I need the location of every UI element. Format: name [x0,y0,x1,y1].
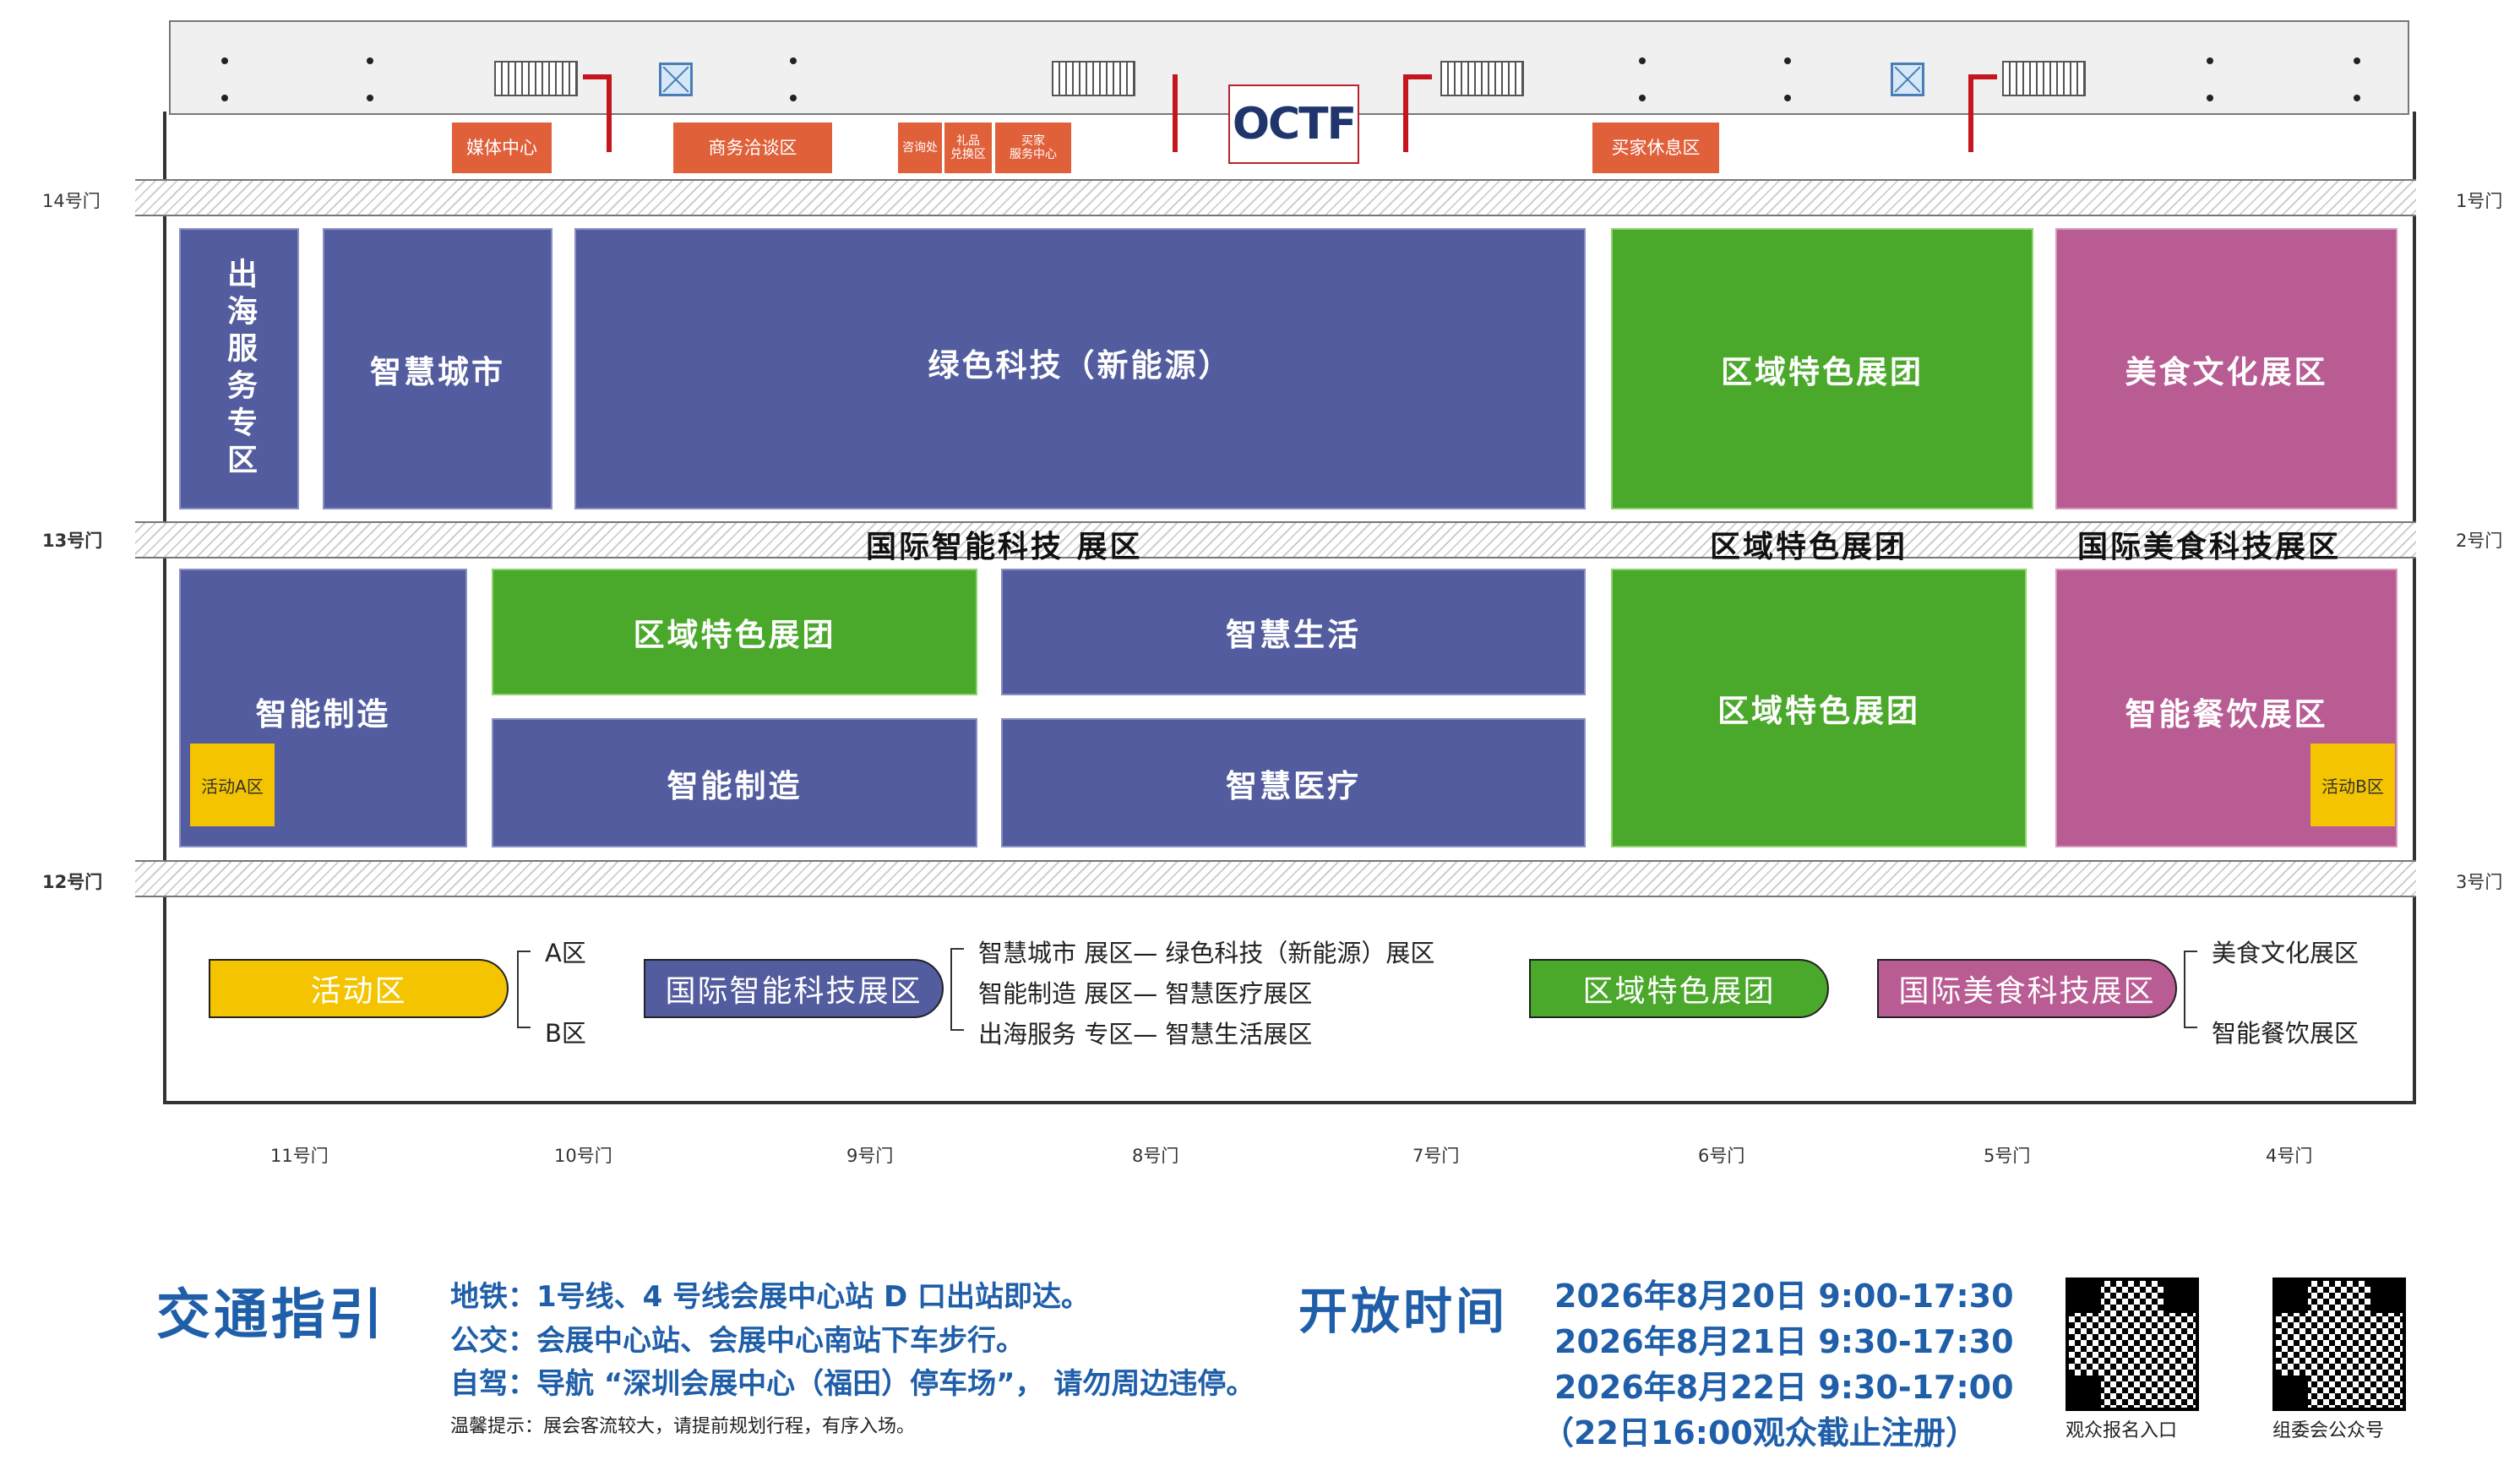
zone-smart-mfg-mid[interactable]: 智能制造 [492,718,977,847]
escalator-up-arrow [1968,74,1997,79]
band-label-regional: 区域特色展团 [1710,530,1908,564]
door-11-label[interactable]: 11号门 [270,1146,329,1166]
door-9-label[interactable]: 9号门 [846,1146,894,1166]
zone-food-culture[interactable]: 美食文化展区 [2055,228,2398,509]
hours-line: 2026年8月20日 9:00-17:30 [1554,1278,2014,1315]
door-8-label[interactable]: 8号门 [1132,1146,1179,1166]
business-area[interactable]: 商务洽谈区 [673,123,832,173]
escalator-down-arrow [1403,74,1408,152]
escalator-down-arrow [1173,74,1178,152]
corridor-south [135,860,2416,897]
hours-line: 2026年8月21日 9:30-17:30 [1554,1323,2014,1360]
door-2-label[interactable]: 2号门 [2456,531,2503,551]
activity-zone-b[interactable]: 活动B区 [2310,744,2395,826]
east-wall [2413,112,2416,1104]
band-label-intl-food: 国际美食科技展区 [2077,530,2342,564]
legend-food-row: 美食文化展区 [2212,939,2359,967]
zone-smart-life[interactable]: 智慧生活 [1001,569,1586,695]
door-7-label[interactable]: 7号门 [1412,1146,1460,1166]
hours-line: 2026年8月22日 9:30-17:00 [1554,1369,2014,1406]
elevator-icon [659,63,693,96]
legend-intl-tech: 国际智能科技展区 [644,959,944,1018]
band-label-intl-tech: 国际智能科技 展区 [866,530,1143,564]
escalator-up-arrow [1968,74,1973,152]
pillar [2354,95,2360,101]
pillar [367,95,373,101]
pillar [1784,57,1791,64]
staircase-icon [1440,61,1524,96]
legend-tech-row: 智能制造 展区— 智慧医疗展区 [978,979,1313,1008]
visitor-registration-qr[interactable] [2066,1278,2199,1411]
legend-bracket [950,948,964,1031]
pillar [790,57,797,64]
octf-logo: OCTF [1228,84,1359,164]
elevator-icon [1891,63,1924,96]
pillar [1784,95,1791,101]
pillar [221,57,228,64]
traffic-drive: 自驾：导航 “深圳会展中心（福田）停车场”， 请勿周边违停。 [450,1367,1255,1401]
legend-regional: 区域特色展团 [1529,959,1829,1018]
pillar [2207,95,2213,101]
door-14-label[interactable]: 14号门 [42,191,101,211]
pillar [2354,57,2360,64]
visitor-registration-label: 观众报名入口 [2066,1420,2178,1441]
escalator-up-arrow [607,74,612,152]
legend-tech-row: 智慧城市 展区— 绿色科技（新能源）展区 [978,939,1435,967]
organizer-account-label: 组委会公众号 [2272,1420,2385,1441]
zone-regional-mid[interactable]: 区域特色展团 [492,569,977,695]
door-13-label[interactable]: 13号门 [42,531,103,551]
corridor-north [135,179,2416,216]
legend-activity: 活动区 [209,959,509,1018]
legend-activity-a: A区 [545,939,586,967]
buyer-lounge[interactable]: 买家休息区 [1592,123,1719,173]
media-center[interactable]: 媒体中心 [452,123,552,173]
door-4-label[interactable]: 4号门 [2266,1146,2313,1166]
staircase-icon [2002,61,2086,96]
legend-activity-b: B区 [545,1019,586,1048]
zone-regional-top[interactable]: 区域特色展团 [1611,228,2033,509]
pillar [2207,57,2213,64]
pillar [367,57,373,64]
hours-note: （22日16:00观众截止注册） [1542,1414,1978,1452]
door-5-label[interactable]: 5号门 [1984,1146,2031,1166]
pillar [221,95,228,101]
west-wall [163,112,166,1104]
door-3-label[interactable]: 3号门 [2456,872,2503,892]
legend-intl-food: 国际美食科技展区 [1877,959,2177,1018]
traffic-metro: 地铁：1号线、4 号线会展中心站 D 口出站即达。 [450,1280,1091,1314]
door-10-label[interactable]: 10号门 [554,1146,612,1166]
pillar [1639,57,1646,64]
gift-exchange[interactable]: 礼品 兑换区 [944,123,992,173]
zone-regional-right[interactable]: 区域特色展团 [1611,569,2027,847]
pillar [1639,95,1646,101]
consult-desk[interactable]: 咨询处 [898,123,942,173]
hours-title: 开放时间 [1298,1283,1509,1340]
zone-smart-medical[interactable]: 智慧医疗 [1001,718,1586,847]
activity-zone-a[interactable]: 活动A区 [190,744,275,826]
zone-green-tech[interactable]: 绿色科技（新能源） [574,228,1586,509]
staircase-icon [494,61,578,96]
traffic-bus: 公交：会展中心站、会展中心南站下车步行。 [450,1324,1025,1358]
traffic-tip: 温馨提示：展会客流较大，请提前规划行程，有序入场。 [450,1416,916,1437]
legend-bracket [2184,951,2197,1028]
south-wall [163,1101,2416,1104]
door-1-label[interactable]: 1号门 [2456,191,2503,211]
organizer-account-qr[interactable] [2272,1278,2406,1411]
staircase-icon [1052,61,1135,96]
legend-bracket [517,951,531,1028]
buyer-service-center[interactable]: 买家 服务中心 [995,123,1071,173]
legend-tech-row: 出海服务 专区— 智慧生活展区 [978,1020,1313,1049]
zone-overseas-service[interactable]: 出海服务专区 [179,228,299,509]
door-12-label[interactable]: 12号门 [42,872,103,892]
legend-food-row: 智能餐饮展区 [2212,1019,2359,1048]
traffic-title: 交通指引 [156,1284,386,1347]
door-6-label[interactable]: 6号门 [1698,1146,1745,1166]
zone-smart-city[interactable]: 智慧城市 [323,228,552,509]
pillar [790,95,797,101]
corridor-middle [135,521,2416,558]
escalator-down-arrow [1403,74,1432,79]
escalator-up-arrow [583,74,612,79]
